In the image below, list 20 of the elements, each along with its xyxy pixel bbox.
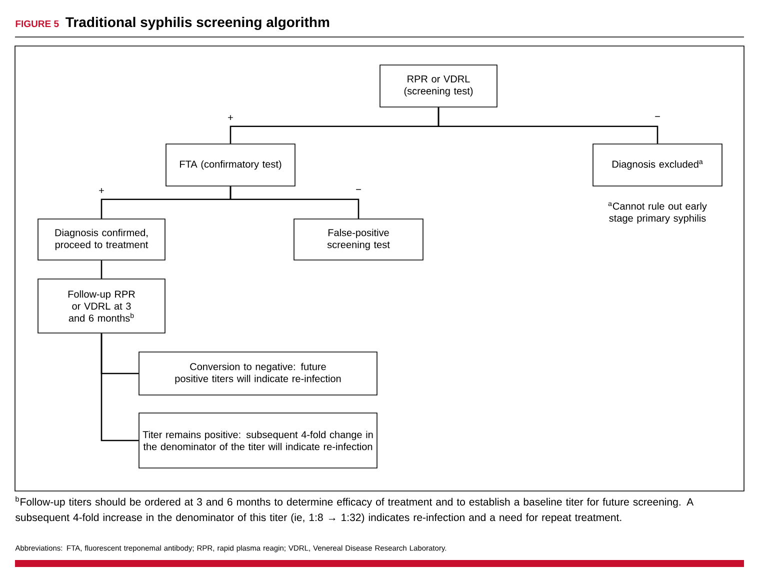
title: Traditional syphilis screening algorithm: [66, 16, 330, 30]
process-box: False-positive screening test: [294, 218, 424, 260]
process-box: Conversion to negative: future positive titers will indicate re-infection: [138, 352, 378, 396]
process-box: RPR or VDRL (screening test): [380, 64, 498, 108]
connector-line: [438, 107, 658, 144]
connector-line: [230, 186, 360, 219]
footnote-text: $^{b}$Follow-up titers should be ordered at 3 and 6 months to determine efficacy of treatment and to establish a baseline titer for future screening. A subsequent 4-fold increase in the denominator of this titer (ie, 1:8 → 1:32) indicates re-infection and a need for repeat treatment.: [16, 496, 694, 524]
connector-line: [100, 333, 139, 442]
process-box: Titer remains positive: subsequent 4-fold change in the denominator of the titer will indicate re-infection: [138, 412, 378, 468]
figure-number: FIGURE 5: [16, 20, 59, 28]
process-box: FTA (confirmatory test): [166, 144, 296, 186]
connector-line: [100, 260, 102, 279]
footnote-text: $^{a}$Cannot rule out early stage primary syphilis: [608, 202, 707, 224]
edge-label: −: [654, 115, 662, 121]
edge-label: −: [354, 188, 362, 194]
edge-label: +: [226, 114, 234, 122]
edge-label: +: [98, 187, 106, 195]
process-box: Diagnosis confirmed, proceed to treatment: [38, 218, 166, 260]
process-box: Diagnosis excluded$^{a}$: [592, 144, 722, 186]
process-box: Follow-up RPR or VDRL at 3 and 6 months$^{b}$: [38, 278, 166, 334]
